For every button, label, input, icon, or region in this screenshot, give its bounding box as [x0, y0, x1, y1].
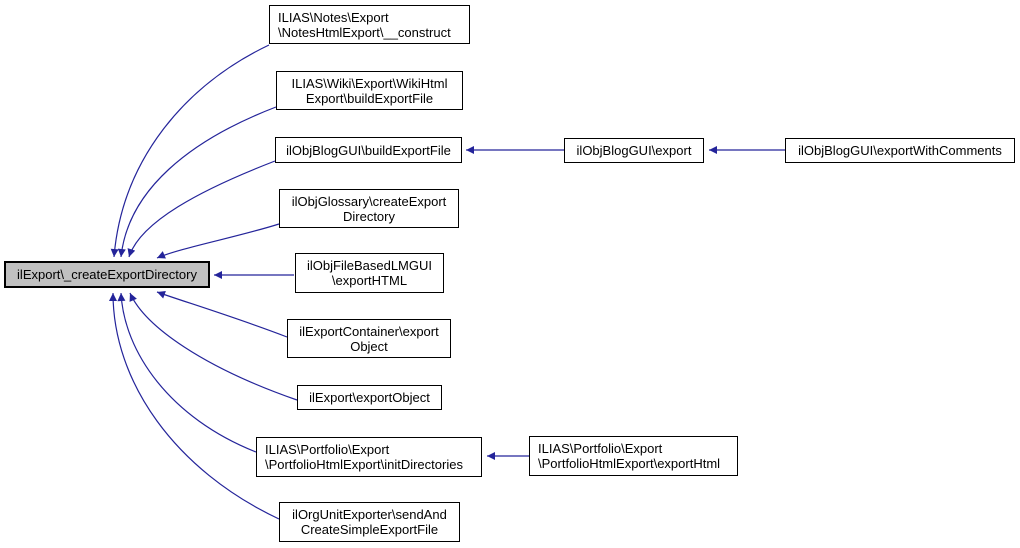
- node-ilobjbloggui-export-with-comments[interactable]: ilObjBlogGUI\exportWithComments: [785, 138, 1015, 163]
- node-ilobjbloggui-build-export-file[interactable]: ilObjBlogGUI\buildExportFile: [275, 137, 462, 163]
- edge-portfolio-init-to-main: [117, 292, 257, 453]
- edge-orgunit-send-to-main: [109, 292, 280, 520]
- node-ilexport-export-object[interactable]: ilExport\exportObject: [297, 385, 442, 410]
- edge-notes-construct-to-main: [110, 44, 270, 258]
- node-ilobjfilebasedlmgui-export-html[interactable]: ilObjFileBasedLMGUI \exportHTML: [295, 253, 444, 293]
- node-ilobjbloggui-export[interactable]: ilObjBlogGUI\export: [564, 138, 704, 163]
- edge-export-object-to-main: [129, 292, 298, 401]
- node-ilorgunitexporter-send-and-create-simple-export-file[interactable]: ilOrgUnitExporter\sendAnd CreateSimpleEx…: [279, 502, 460, 542]
- node-wiki-html-export-build-export-file[interactable]: ILIAS\Wiki\Export\WikiHtml Export\buildE…: [276, 71, 463, 110]
- node-notes-html-export-construct[interactable]: ILIAS\Notes\Export \NotesHtmlExport\__co…: [269, 5, 470, 44]
- node-ilobjglossary-create-export-directory[interactable]: ilObjGlossary\createExport Directory: [279, 189, 459, 228]
- edge-container-export-to-main: [156, 290, 288, 338]
- node-ilexport-create-export-directory: ilExport\_createExportDirectory: [4, 261, 210, 288]
- edge-wiki-build-to-main: [117, 106, 277, 258]
- node-portfolio-html-export-init-directories[interactable]: ILIAS\Portfolio\Export \PortfolioHtmlExp…: [256, 437, 482, 477]
- node-ilexportcontainer-export-object[interactable]: ilExportContainer\export Object: [287, 319, 451, 358]
- edge-glossary-create-to-main: [156, 223, 280, 259]
- edge-blog-build-to-main: [127, 160, 276, 258]
- node-portfolio-html-export-export-html[interactable]: ILIAS\Portfolio\Export \PortfolioHtmlExp…: [529, 436, 738, 476]
